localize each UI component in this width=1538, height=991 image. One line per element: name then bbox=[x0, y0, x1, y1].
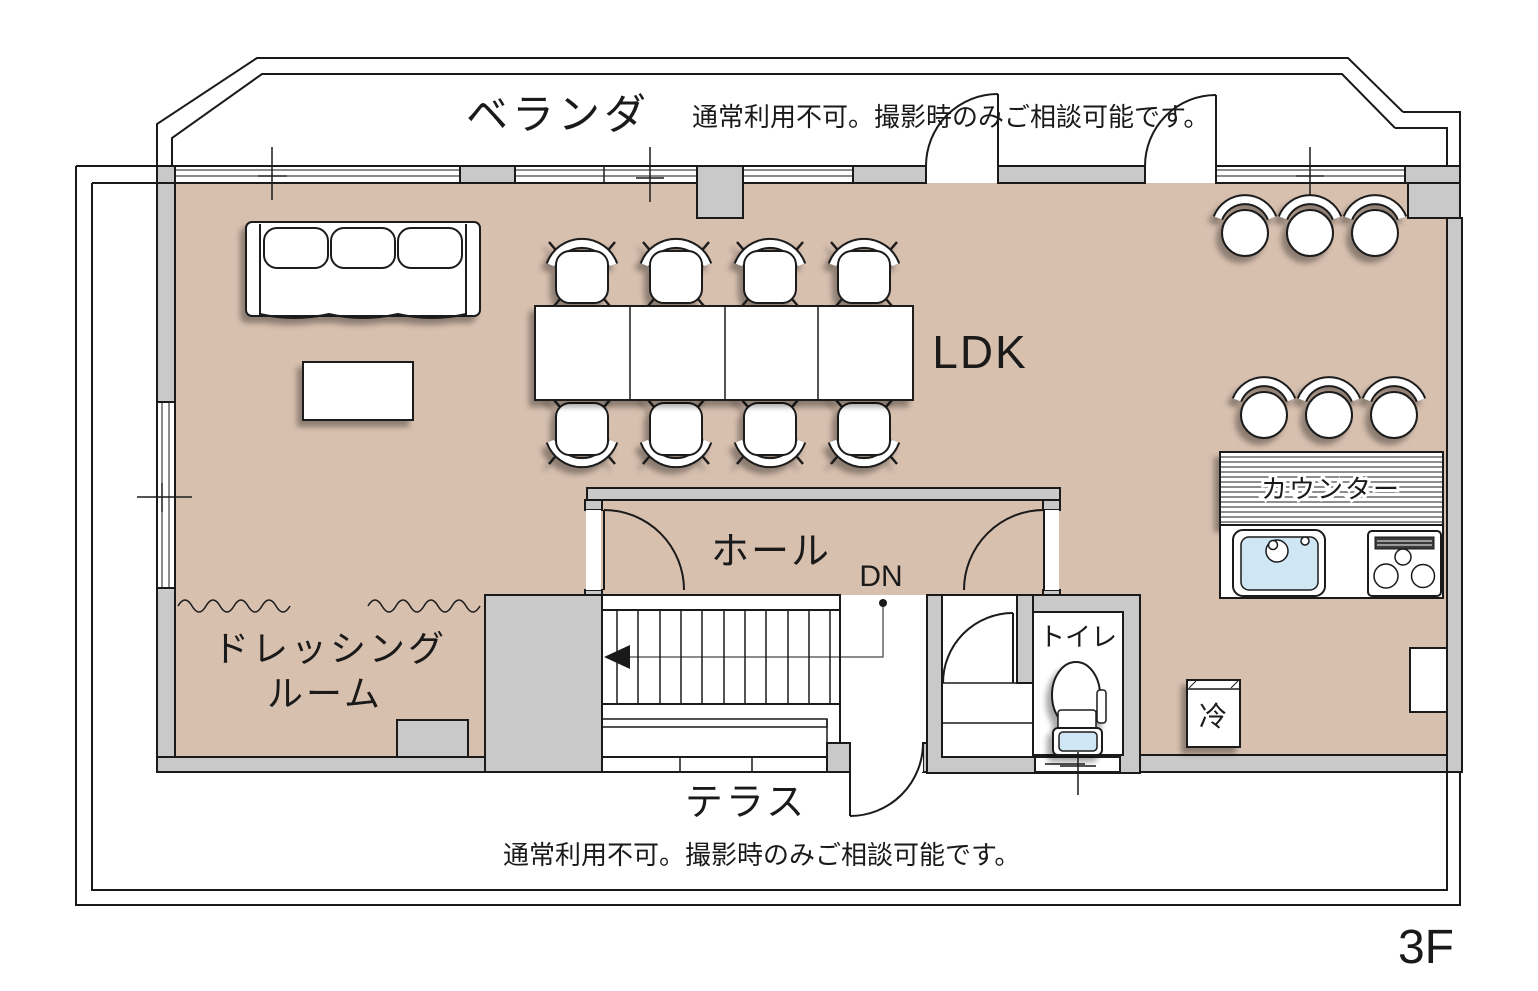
window-top-c bbox=[742, 165, 854, 184]
terrace-label: テラス bbox=[685, 782, 807, 824]
dn-label: DN bbox=[859, 560, 902, 593]
hanger-rails bbox=[177, 599, 481, 613]
refrigerator bbox=[1186, 679, 1241, 748]
window-top-a bbox=[174, 165, 461, 184]
hall-door-east bbox=[963, 509, 1045, 591]
sofa bbox=[245, 221, 481, 319]
veranda-door-right bbox=[1144, 94, 1217, 167]
toilet-door bbox=[942, 612, 1014, 684]
kitchen-stove bbox=[1367, 530, 1442, 597]
veranda-note: 通常利用不可。撮影時のみご相談可能です。 bbox=[692, 102, 1209, 132]
hall-east-doorway bbox=[1044, 510, 1059, 590]
hall-top-wall bbox=[586, 487, 1061, 501]
hall-door-west bbox=[603, 509, 685, 591]
hall-label: ホール bbox=[711, 531, 831, 573]
counter-label: カウンター bbox=[1261, 474, 1401, 504]
stairs bbox=[601, 594, 887, 773]
counter bbox=[1219, 451, 1444, 526]
dressing-wall-step bbox=[396, 719, 469, 758]
stair-direction-arrow bbox=[604, 599, 887, 669]
windows bbox=[137, 147, 1406, 589]
dining-set bbox=[534, 242, 914, 464]
kitchen bbox=[1219, 524, 1444, 599]
terrace-door bbox=[849, 742, 924, 817]
wall-niche bbox=[1409, 647, 1448, 713]
stairs-side-block bbox=[484, 594, 603, 773]
coffee-table bbox=[302, 361, 414, 421]
window-tick-marks bbox=[137, 147, 1324, 512]
floor-indicator: 3F bbox=[1398, 921, 1454, 974]
dressing-room-label-line2: ルーム bbox=[267, 673, 383, 714]
property-boundary bbox=[75, 57, 1461, 906]
terrace-note: 通常利用不可。撮影時のみご相談可能です。 bbox=[503, 840, 1020, 870]
toilet-block bbox=[926, 594, 1141, 795]
window-top-b bbox=[514, 165, 698, 184]
veranda-door-left bbox=[925, 93, 999, 167]
toilet-fixture bbox=[1051, 661, 1107, 756]
refrigerator-label: 冷 bbox=[1199, 701, 1227, 732]
toilet-label: トイレ bbox=[1039, 622, 1117, 652]
dressing-room-label-line1: ドレッシング bbox=[213, 628, 447, 669]
wall-pillar bbox=[696, 165, 744, 219]
dining-table bbox=[534, 305, 914, 401]
doors bbox=[603, 93, 1217, 817]
stairs-area bbox=[602, 595, 840, 772]
veranda-label: ベランダ bbox=[466, 91, 650, 138]
interior-walls bbox=[396, 487, 1061, 773]
window-left bbox=[156, 401, 176, 589]
kitchen-sink bbox=[1232, 529, 1326, 597]
hall-west-doorway bbox=[586, 510, 601, 590]
ldk-label: LDK bbox=[932, 326, 1027, 378]
